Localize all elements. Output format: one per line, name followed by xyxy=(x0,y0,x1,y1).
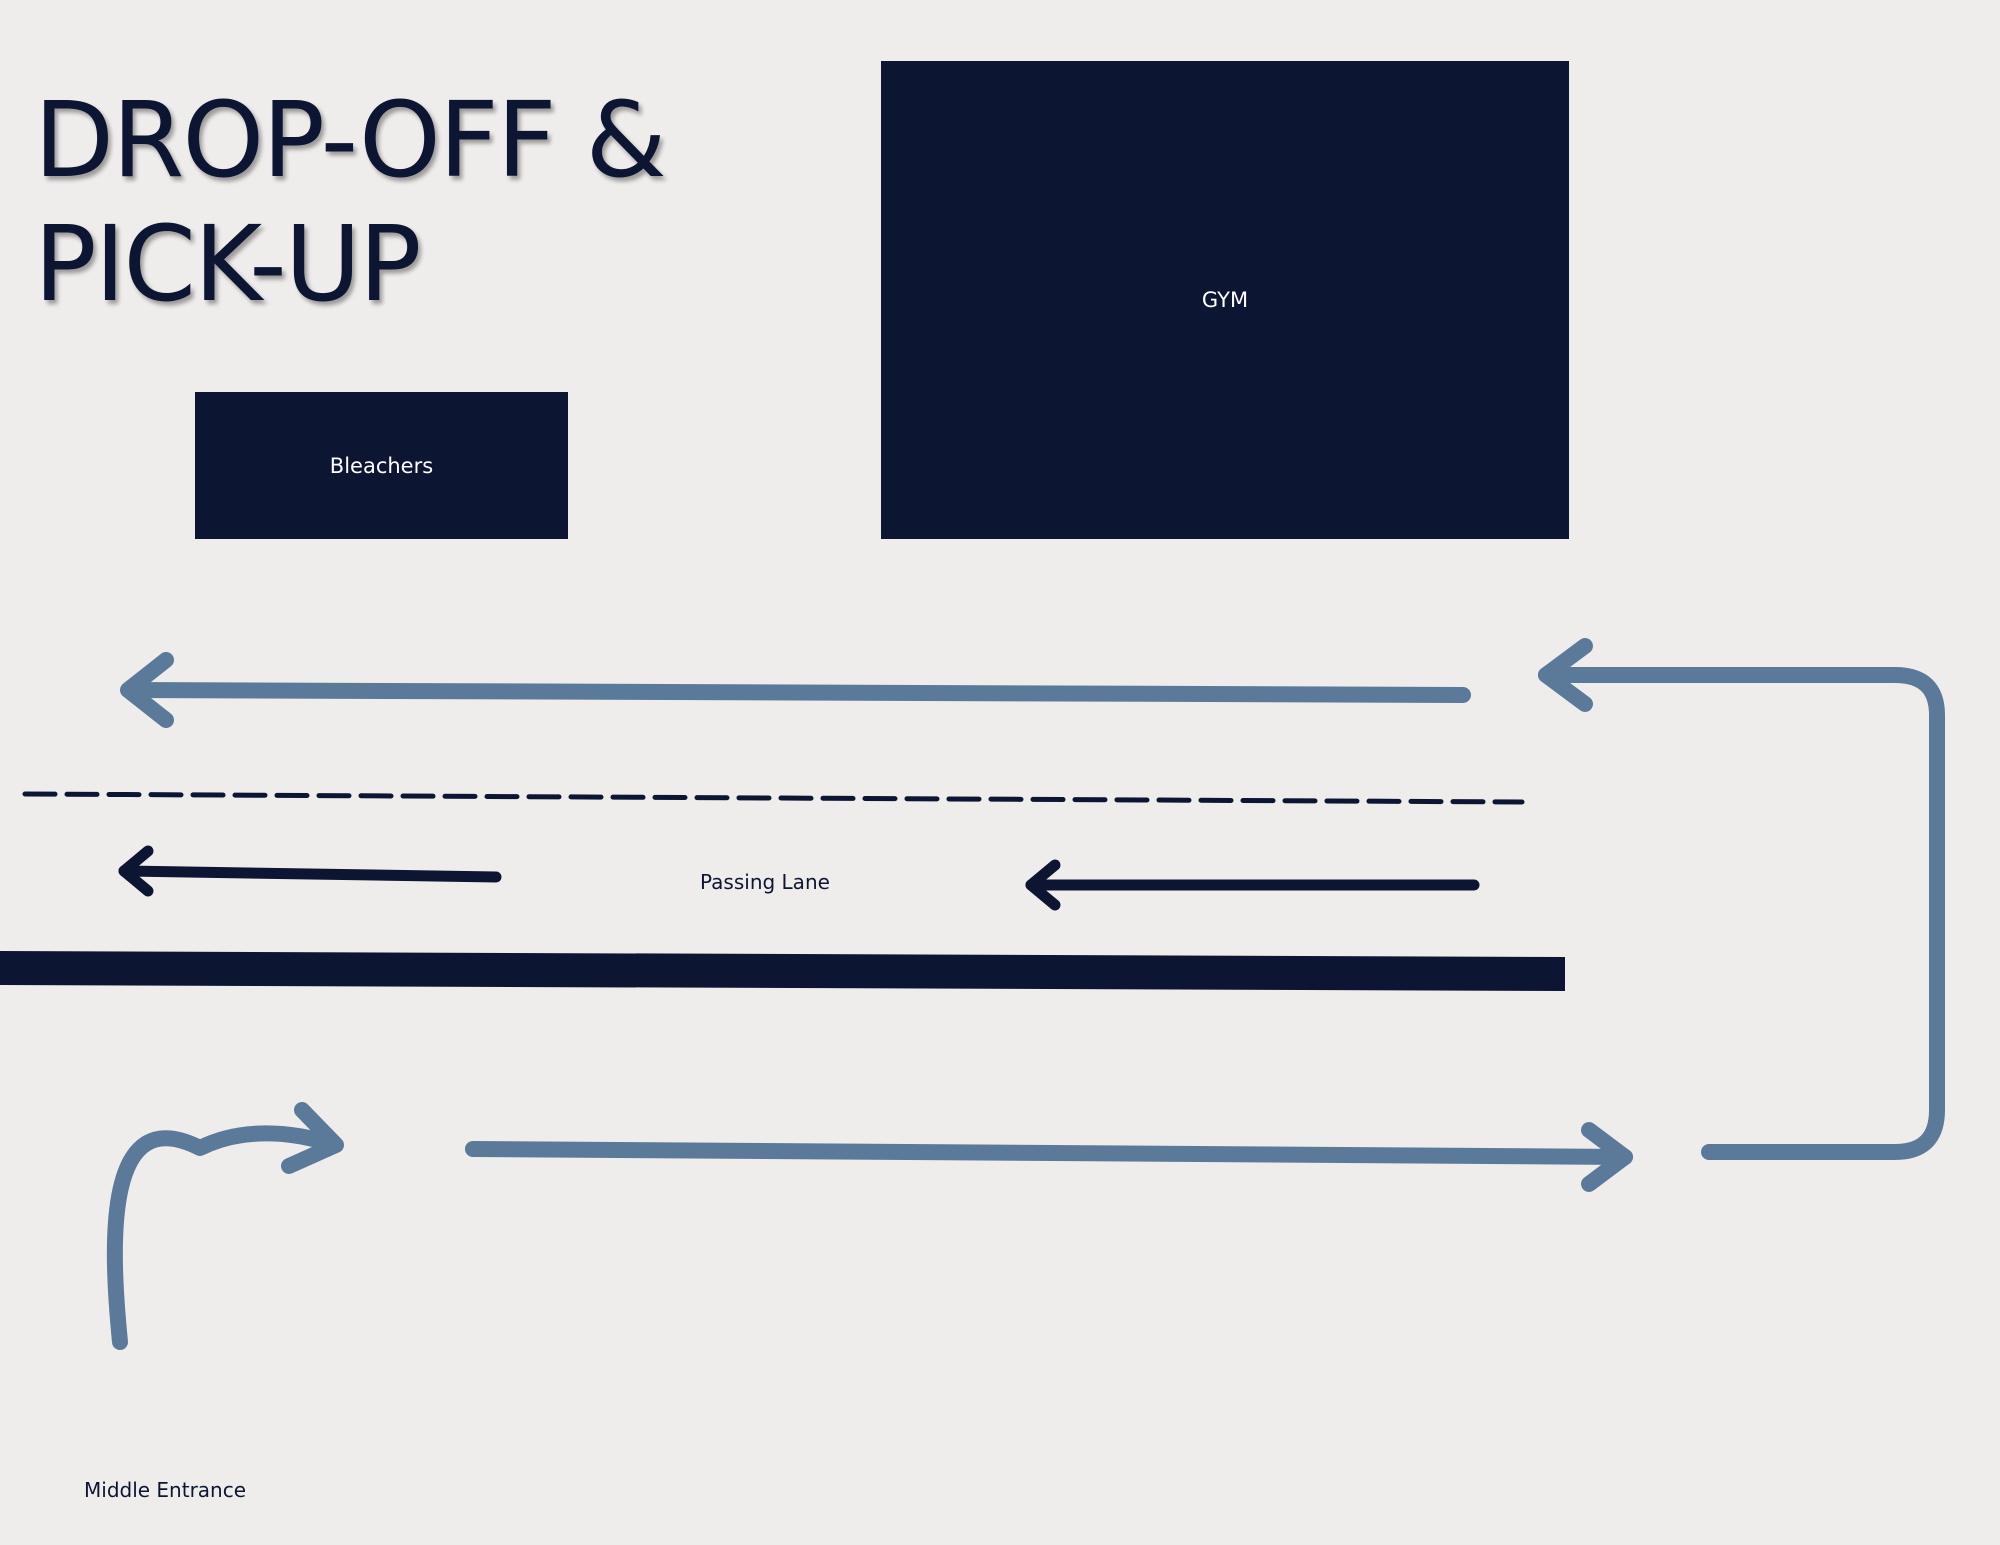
loop-return-arrow xyxy=(1538,638,1945,1160)
passing-lane-left-arrow xyxy=(118,845,502,897)
middle-entrance-label: Middle Entrance xyxy=(84,1478,247,1502)
passing-lane-right-arrow xyxy=(1025,859,1480,911)
bleachers-label: Bleachers xyxy=(329,453,434,478)
top-lane-left-arrow xyxy=(120,652,1471,728)
gym-label: GYM xyxy=(1201,288,1249,312)
gym-block: GYM xyxy=(881,61,1569,539)
passing-lane-label: Passing Lane xyxy=(700,870,830,894)
curb-bar xyxy=(0,951,1565,991)
bleachers-block: Bleachers xyxy=(195,392,568,539)
map-title-line-1: DROP-OFF & xyxy=(34,79,667,201)
map-title-line-2: PICK-UP xyxy=(34,203,422,325)
lower-lane-right-arrow xyxy=(465,1122,1633,1192)
entrance-curve-arrow xyxy=(106,1102,344,1350)
lane-divider-dashed xyxy=(22,791,1525,805)
